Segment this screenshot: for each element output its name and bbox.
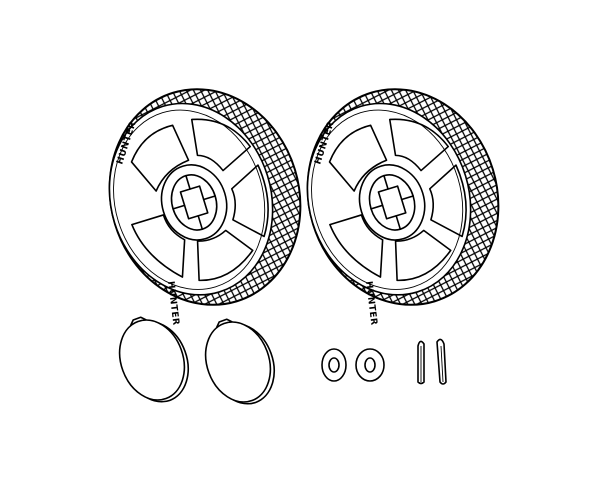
hub-outer: [358, 164, 426, 241]
rim-cutout: [329, 214, 384, 278]
washer-left: [321, 348, 347, 382]
rim-cutout: [388, 118, 450, 172]
cotter-pin-left: [417, 340, 425, 385]
cotter-pin-right: [436, 338, 447, 385]
wheel-left: HUNTER HUNTER: [108, 88, 302, 326]
wheel-right: HUNTER HUNTER: [306, 88, 500, 326]
rim-cutout: [230, 164, 269, 238]
rim-cutout: [190, 118, 252, 172]
rim-cutout: [131, 214, 186, 278]
rim-cutout: [196, 229, 254, 282]
rim-cutout: [428, 164, 467, 238]
rim-cutout: [394, 229, 452, 282]
rim-cutout: [328, 124, 388, 192]
washer-right: [355, 348, 385, 382]
rim-cutout: [130, 124, 190, 192]
hubcap-right: [204, 318, 275, 405]
hubcap-left: [118, 316, 189, 403]
hub-outer: [160, 164, 228, 241]
